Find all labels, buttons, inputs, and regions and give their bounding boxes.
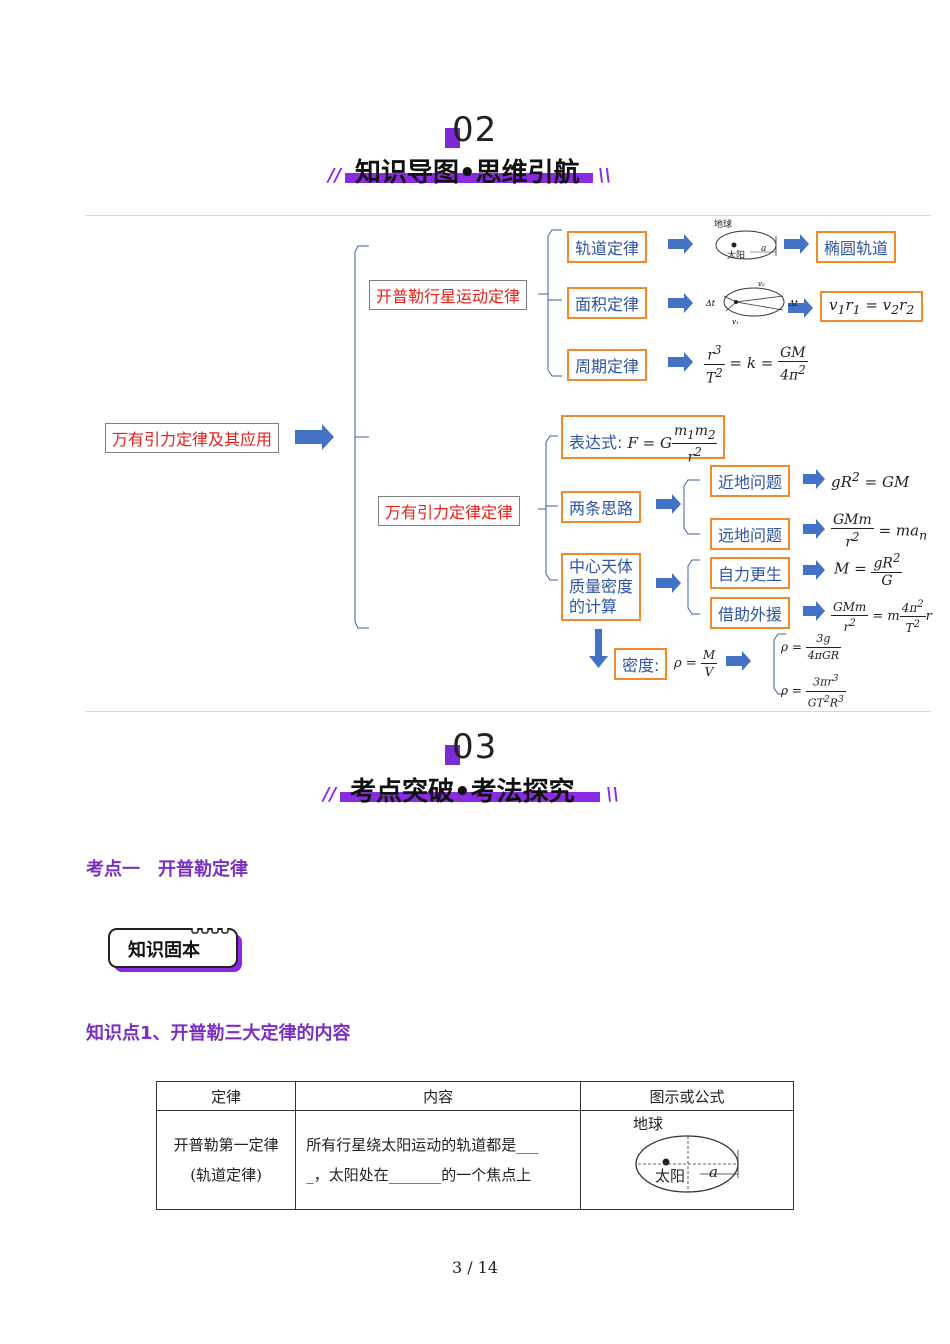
earth-label: 地球 (633, 1115, 664, 1133)
period-law-node: 周期定律 (567, 349, 648, 381)
mind-map-connectors: Δt Δt v₂ v₁ (295, 229, 825, 695)
left-slash-decor-2: // (323, 784, 337, 805)
mind-map: Δt Δt v₂ v₁ 万有引力定律及其应用 开普勒行星运动定律 万有引力定律定… (86, 215, 932, 712)
knowledge-point-heading: 知识点1、开普勒三大定律的内容 (86, 1023, 351, 1044)
table-header: 图示或公式 (580, 1081, 794, 1111)
near-earth-node: 近地问题 (710, 465, 791, 497)
section-title: 知识导图•思维引航 (355, 158, 580, 188)
expression-label: 表达式: (569, 433, 623, 453)
badge-label: 知识固本 (128, 940, 200, 961)
orbit-law-node: 轨道定律 (567, 231, 648, 263)
sun-label: 太阳 (655, 1167, 686, 1185)
orbit-diagram-icon (715, 230, 777, 260)
external-help-node: 借助外援 (710, 597, 791, 629)
kepler-laws-table: 定律 内容 图示或公式 开普勒第一定律 (轨道定律) 所有行星绕太阳运动的轨道都… (155, 1081, 794, 1210)
central-body-node: 中心天体 质量密度 的计算 (561, 553, 642, 621)
table-header-row: 定律 内容 图示或公式 (155, 1081, 794, 1111)
gravitation-law-node: 万有引力定律定律 (378, 496, 521, 526)
title-underline-2 (340, 792, 600, 802)
law-content-cell: 所有行星绕太阳运动的轨道都是___ _，太阳处在_______的一个焦点上 (295, 1110, 581, 1210)
law-name-cell: 开普勒第一定律 (轨道定律) (155, 1110, 297, 1210)
near-earth-formula: gR2 = GM (831, 469, 910, 491)
blue-arrows (295, 234, 825, 671)
knowledge-badge: 知识固本 (108, 928, 242, 972)
ellipse-orbit-icon (635, 1135, 739, 1193)
ellipse-orbit-node: 椭圆轨道 (816, 231, 897, 263)
two-ideas-node: 两条思路 (561, 491, 642, 523)
right-slash-decor-2: \\ (606, 784, 620, 805)
svg-text:Δt: Δt (788, 299, 799, 308)
kepler-laws-node: 开普勒行星运动定律 (369, 280, 528, 310)
page-number: 3 / 14 (451, 1258, 499, 1277)
area-law-node: 面积定律 (567, 287, 648, 319)
svg-text:v₁: v₁ (732, 318, 739, 326)
density-node: 密度: (614, 648, 668, 680)
area-law-formula: v1r1 = v2r2 (820, 291, 924, 322)
svg-text:v₂: v₂ (758, 280, 765, 288)
far-earth-node: 远地问题 (710, 518, 791, 550)
table-header: 内容 (295, 1081, 581, 1111)
section-number: 02 (452, 110, 498, 150)
self-reliance-node: 自力更生 (710, 557, 791, 589)
title-underline (345, 173, 593, 183)
topic-heading: 考点一 开普勒定律 (86, 859, 248, 880)
badge-frame (108, 928, 242, 972)
section-title-2: 考点突破•考法探究 (350, 777, 575, 807)
table-row: 开普勒第一定律 (轨道定律) 所有行星绕太阳运动的轨道都是___ _，太阳处在_… (155, 1110, 794, 1210)
left-slash-decor: // (328, 165, 342, 186)
section-marker-2 (445, 745, 460, 765)
a-label: a (709, 1163, 718, 1181)
section-marker (445, 128, 460, 148)
sun-label: 太阳 (727, 251, 746, 261)
section-number-2: 03 (452, 727, 498, 767)
law-diagram-cell: 地球 太阳 a (580, 1110, 794, 1210)
area-law-diagram-icon: Δt Δt v₂ v₁ (705, 280, 799, 326)
table-header: 定律 (155, 1081, 297, 1111)
svg-text:Δt: Δt (705, 299, 716, 308)
right-slash-decor: \\ (598, 165, 612, 186)
root-node: 万有引力定律及其应用 (105, 423, 280, 453)
earth-label: 地球 (714, 220, 733, 230)
a-label: a (761, 244, 767, 254)
